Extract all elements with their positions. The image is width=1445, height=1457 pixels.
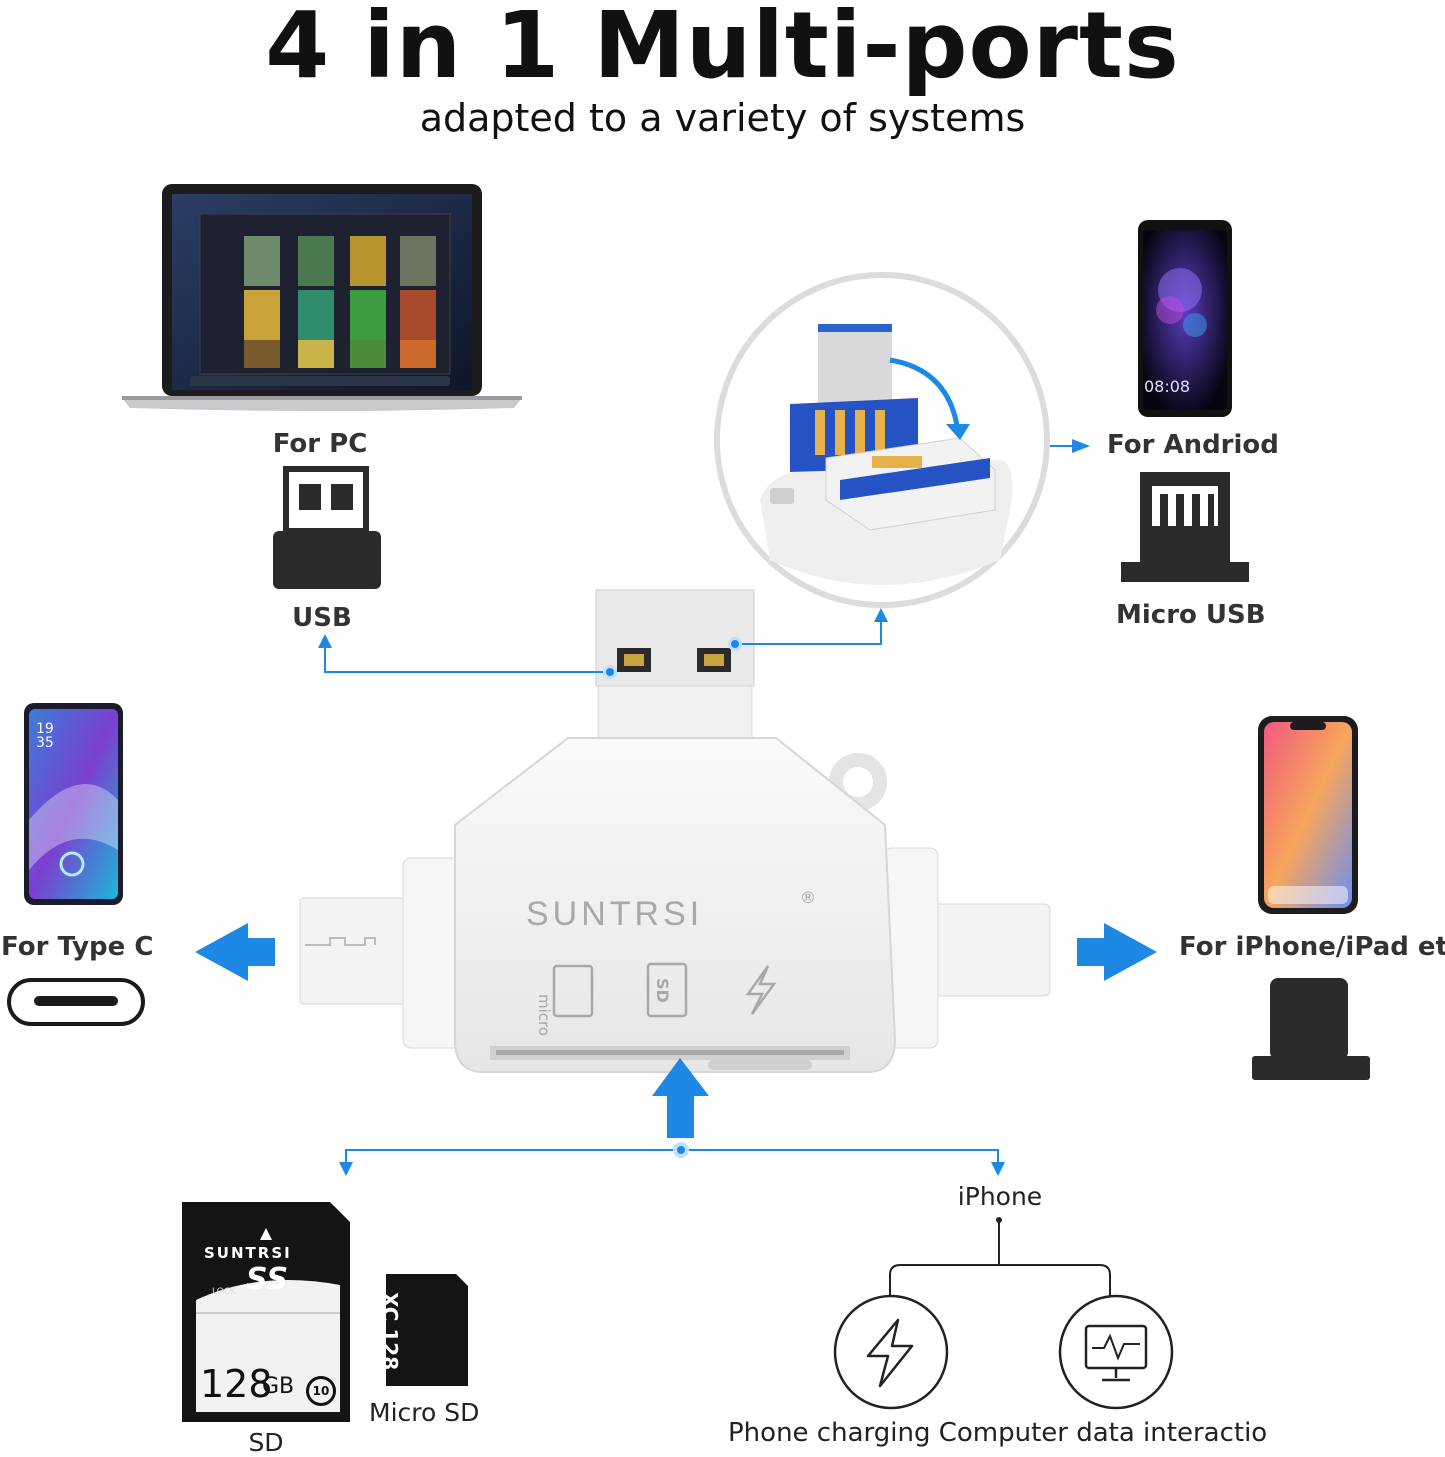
label-usb: USB — [292, 603, 352, 633]
micro-sd-capacity-type: XC 128 — [378, 1292, 402, 1370]
arrow-icon — [1050, 439, 1090, 453]
card-reader-device — [299, 589, 1051, 1073]
function-footer-text: Phone charging Computer data interactio — [728, 1418, 1268, 1448]
slot-label-micro: micro — [535, 994, 553, 1037]
caption-micro-sd: Micro SD — [369, 1398, 480, 1427]
typec-clock-minute: 35 — [36, 735, 54, 751]
sd-card-logo: SS — [246, 1262, 289, 1297]
page-title: 4 in 1 Multi-ports — [265, 0, 1180, 99]
android-clock: 08:08 — [1144, 377, 1191, 396]
monitor-data-icon — [1084, 1324, 1148, 1382]
typec-phone-image — [24, 703, 123, 905]
label-for-pc: For PC — [272, 429, 368, 459]
brand-logo: SUNTRSI — [526, 895, 704, 933]
micro-sd-capacity: 128 — [378, 1328, 402, 1371]
connector-lines — [318, 608, 1005, 1176]
android-phone-image — [1138, 220, 1232, 417]
slot-label-sd: SD — [653, 978, 672, 1003]
typec-clock: 19 35 — [36, 722, 54, 750]
arrow-left-icon — [195, 923, 275, 981]
page-subtitle: adapted to a variety of systems — [419, 96, 1026, 140]
sd-card-capacity: 128 — [200, 1362, 273, 1406]
arrow-right-icon — [1077, 923, 1157, 981]
sd-card-class: 10 — [306, 1376, 336, 1406]
adapter-closeup-inset — [714, 272, 1050, 608]
label-for-android: For Andriod — [1107, 430, 1279, 460]
laptop-icon — [122, 184, 522, 411]
registered-mark: ® — [800, 888, 816, 907]
sd-card-brand: SUNTRSI — [204, 1244, 292, 1262]
tree-root-label: iPhone — [957, 1182, 1043, 1211]
iphone-image — [1258, 716, 1358, 914]
arrow-up-icon — [652, 1058, 709, 1138]
usb-port-icon — [273, 466, 381, 589]
caption-sd: SD — [248, 1428, 284, 1457]
label-micro-usb: Micro USB — [1116, 600, 1266, 630]
micro-sd-card-image — [386, 1274, 468, 1386]
lightning-port-icon — [1252, 978, 1370, 1080]
label-for-iphone: For iPhone/iPad etc — [1179, 932, 1445, 962]
sd-card-unit: GB — [262, 1374, 295, 1399]
label-for-type-c: For Type C — [1, 932, 154, 962]
charging-icon — [866, 1318, 914, 1388]
micro-usb-port-icon — [1121, 472, 1249, 582]
typec-clock-hour: 19 — [36, 721, 54, 737]
type-c-port-icon — [7, 978, 145, 1026]
sd-card-image — [182, 1202, 350, 1422]
sd-card-lock: LOCK — [212, 1287, 236, 1297]
micro-sd-type: XC — [378, 1292, 402, 1322]
